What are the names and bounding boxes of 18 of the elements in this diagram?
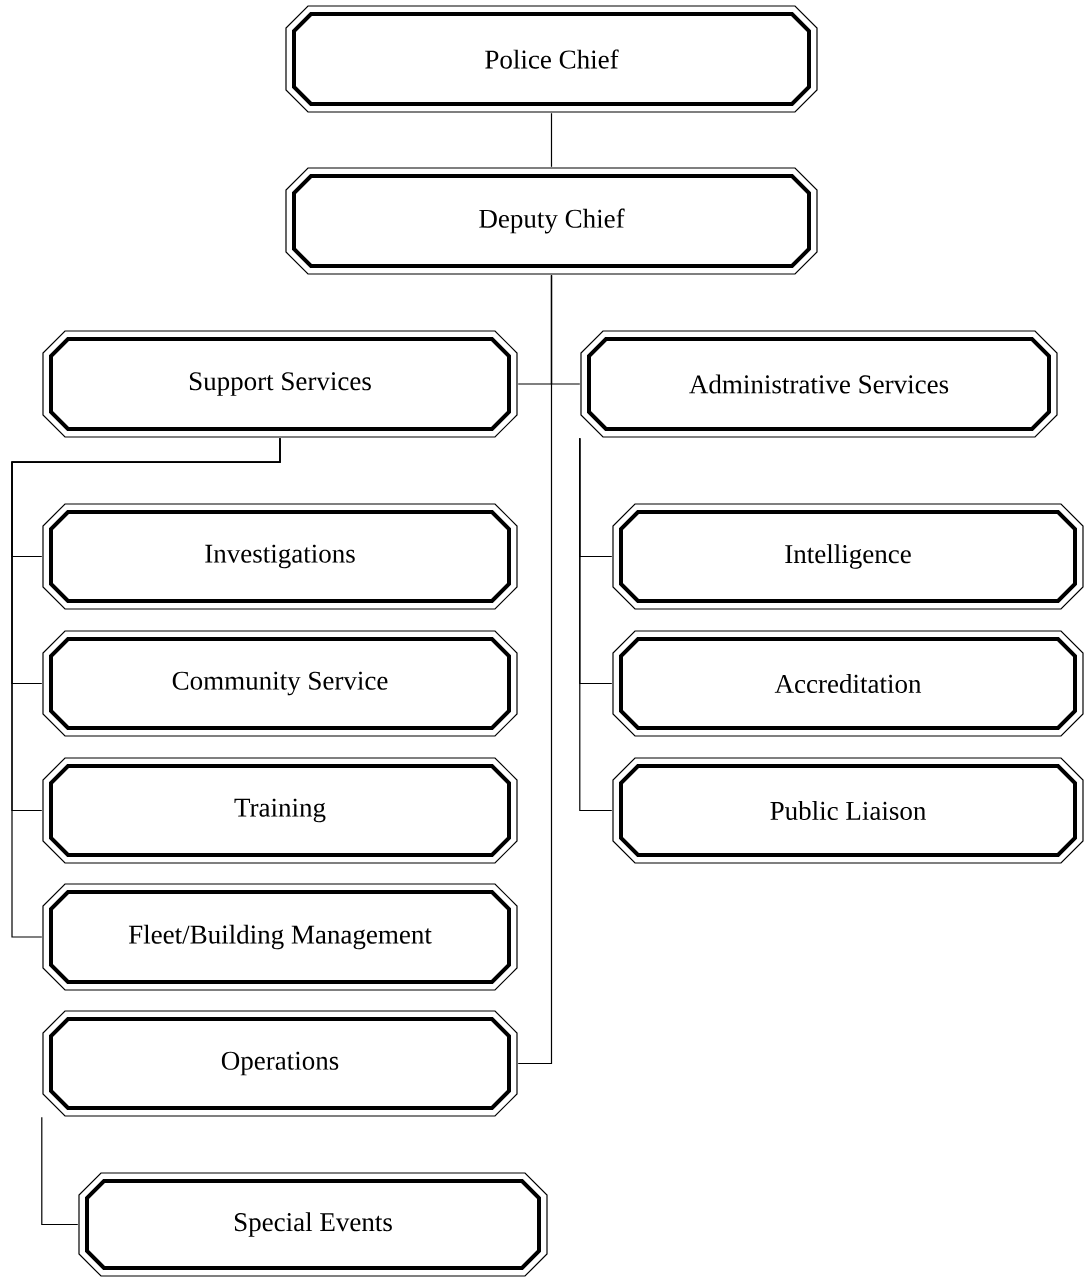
org-box: Investigations xyxy=(42,503,518,610)
connector-line xyxy=(550,112,553,168)
org-box: Public Liaison xyxy=(612,757,1084,864)
org-box: Deputy Chief xyxy=(285,167,818,275)
org-box: Support Services xyxy=(42,330,518,438)
org-box: Fleet/Building Management xyxy=(42,883,518,991)
org-box: Training xyxy=(42,757,518,864)
connector-line xyxy=(41,1116,79,1226)
connector-line xyxy=(579,437,613,812)
connector-line xyxy=(11,437,281,938)
org-box: Police Chief xyxy=(285,5,818,113)
org-box: Special Events xyxy=(78,1172,548,1277)
org-box: Community Service xyxy=(42,630,518,737)
org-box: Operations xyxy=(42,1010,518,1117)
org-box: Accreditation xyxy=(612,630,1084,737)
org-box: Intelligence xyxy=(612,503,1084,610)
connector-line xyxy=(517,274,553,1065)
org-box: Administrative Services xyxy=(580,330,1058,438)
